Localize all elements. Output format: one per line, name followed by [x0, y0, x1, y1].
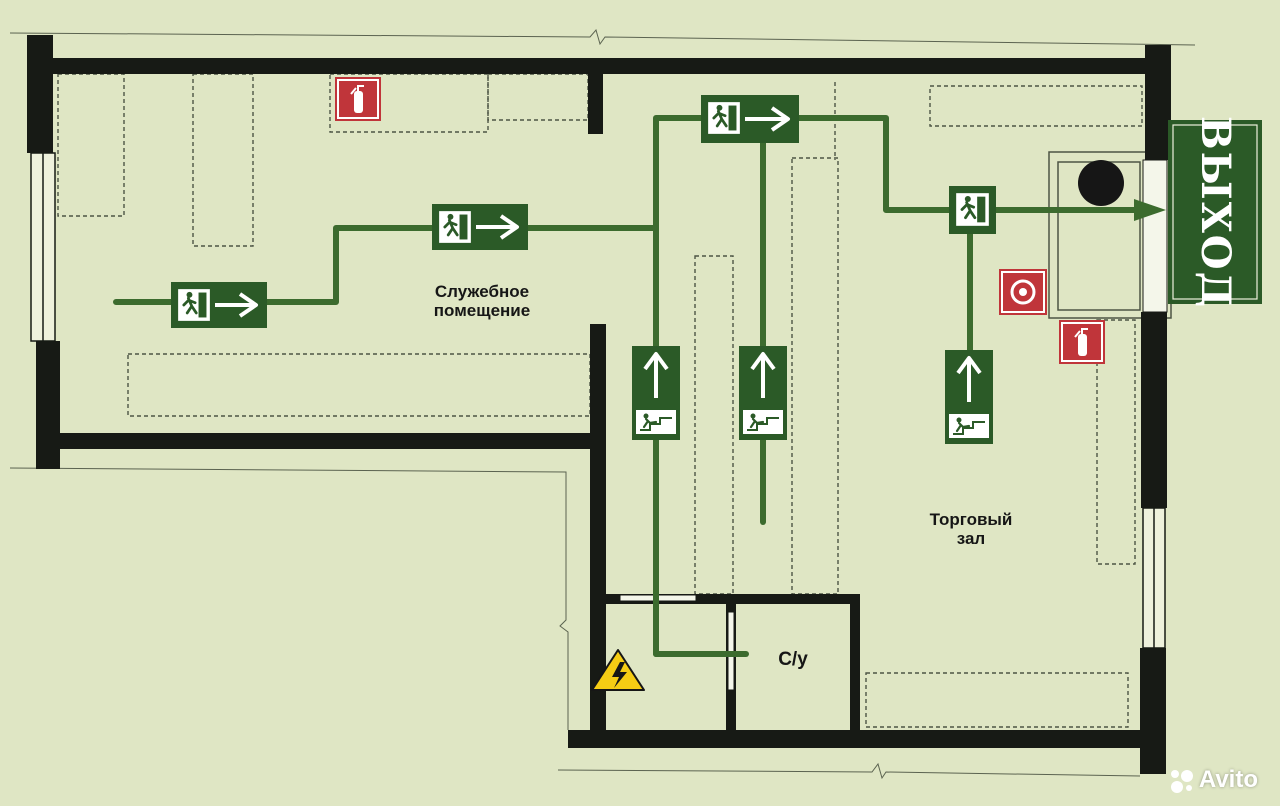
exit-sign-label: ВЫХОД: [1172, 115, 1260, 308]
windows: [30, 152, 1166, 649]
exit-sign-3: [701, 95, 799, 143]
fire-extinguisher-icon: [335, 77, 381, 121]
high-voltage-warning-icon: [591, 649, 645, 691]
watermark: Avito: [1167, 766, 1258, 794]
fire-extinguisher-icon: [1059, 320, 1105, 364]
direction-sign-1: [632, 346, 680, 440]
exit-sign-1: [171, 282, 267, 328]
exit-panel: [1168, 120, 1262, 304]
running-man-exit-icon: [438, 210, 472, 244]
black-dot-marker-icon: [1078, 160, 1124, 206]
stairs-person-icon: [636, 410, 676, 434]
watermark-text: Avito: [1198, 766, 1258, 793]
service-room-label: Служебное помещение: [404, 282, 560, 320]
walls: [27, 35, 1171, 774]
direction-sign-3: [945, 350, 993, 444]
direction-sign-2: [739, 346, 787, 440]
exit-sign-4: [949, 186, 996, 234]
running-man-exit-icon: [177, 288, 211, 322]
sales-hall-label-line1: Торговый: [929, 510, 1013, 529]
avito-logo-icon: [1170, 770, 1193, 793]
right-arrow-icon: [476, 214, 519, 240]
doors: [619, 159, 1168, 691]
sales-hall-label: Торговый зал: [896, 510, 1046, 548]
up-arrow-icon: [956, 356, 982, 402]
running-man-exit-icon: [707, 101, 741, 135]
right-arrow-icon: [745, 106, 790, 132]
restroom-label: С/у: [778, 649, 808, 670]
service-room-label-line2: помещение: [433, 301, 531, 320]
exit-sign-text: ВЫХОД: [1192, 115, 1240, 309]
stairs-person-icon: [743, 410, 783, 434]
paper-edge-lines: [9, 28, 1196, 780]
up-arrow-icon: [643, 352, 669, 398]
stairs-person-icon: [949, 414, 989, 438]
exit-sign-2: [432, 204, 528, 250]
exit-arrowhead: [1134, 199, 1166, 221]
fire-hose-icon: [999, 269, 1047, 315]
right-arrow-icon: [215, 292, 258, 318]
up-arrow-icon: [750, 352, 776, 398]
running-man-exit-icon: [955, 192, 990, 227]
service-room-label-line1: Служебное: [434, 282, 530, 301]
sales-hall-label-line2: зал: [956, 529, 986, 548]
